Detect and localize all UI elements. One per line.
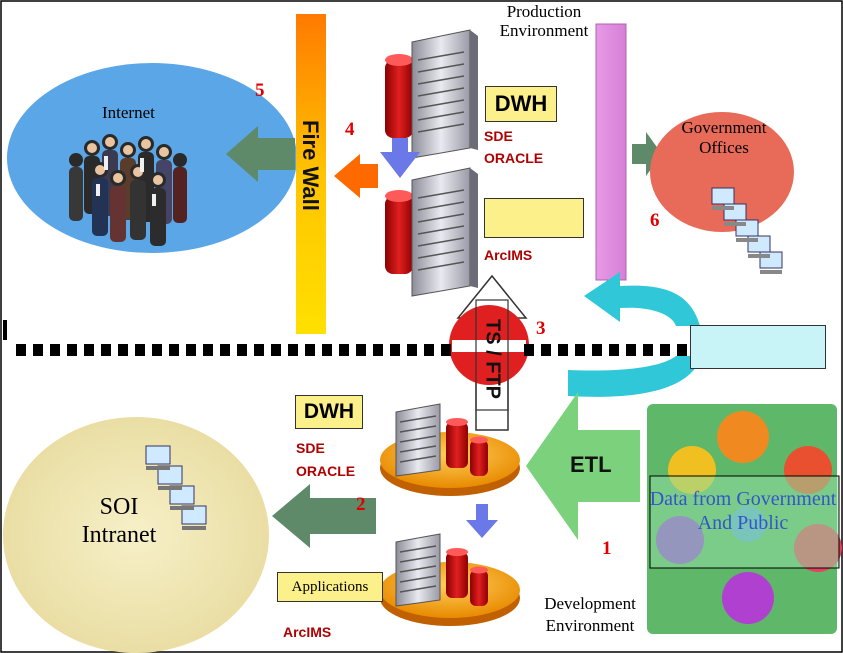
production-server-bottom xyxy=(385,167,478,297)
production-oracle-label: ORACLE xyxy=(484,150,544,166)
production-arcims-label: ArcIMS xyxy=(484,247,533,263)
government-offices-label: Government Offices xyxy=(681,118,767,157)
computers-icon-intranet xyxy=(145,445,207,530)
etl-arrow xyxy=(526,392,640,540)
arrow-to-internet xyxy=(226,126,295,182)
production-sde-label: SDE xyxy=(484,128,513,144)
step-number-3: 3 xyxy=(536,318,546,339)
production-empty-badge xyxy=(484,198,584,238)
data-source-label: Data from Government And Public xyxy=(649,488,837,534)
data-source-label-box xyxy=(649,475,840,569)
arrow-outline xyxy=(475,299,509,411)
arrow-to-government xyxy=(632,132,662,176)
development-dwh-badge: DWH xyxy=(295,395,363,429)
production-zone-label: Production Environment xyxy=(499,2,589,40)
step-number-1: 1 xyxy=(602,538,612,559)
crowd-icon xyxy=(69,134,187,246)
development-arcims-label: ArcIMS xyxy=(283,624,332,640)
arrow-to-firewall xyxy=(334,154,378,198)
step-number-5: 5 xyxy=(255,80,265,101)
step-number-2: 2 xyxy=(356,494,366,515)
cyan-label-box xyxy=(690,325,826,369)
intranet-cloud xyxy=(3,417,269,653)
internet-label: Internet xyxy=(102,103,155,122)
production-boundary-bar xyxy=(595,23,627,281)
cyan-return-arrow-top xyxy=(584,272,700,326)
etl-label: ETL xyxy=(570,452,612,477)
transfer-label: TS / FTP xyxy=(481,319,504,399)
development-server-bottom xyxy=(380,533,520,626)
firewall-bar xyxy=(296,14,326,334)
computers-icon-government xyxy=(711,187,783,274)
firewall-label: Fire Wall xyxy=(298,119,323,211)
development-oracle-label: ORACLE xyxy=(296,463,356,479)
applications-badge: Applications xyxy=(277,572,383,602)
arrow-down-production xyxy=(380,138,420,178)
cyan-return-arrow-bottom xyxy=(568,356,702,397)
development-server-top xyxy=(380,403,520,496)
production-server-top xyxy=(385,29,478,159)
arrow-down-development xyxy=(466,504,498,538)
step-number-6: 6 xyxy=(650,210,660,231)
production-dwh-badge: DWH xyxy=(485,86,557,122)
intranet-label: SOI Intranet xyxy=(81,494,157,548)
development-zone-label: Development Environment xyxy=(544,594,636,635)
development-sde-label: SDE xyxy=(296,440,325,456)
government-cloud xyxy=(650,112,794,232)
arrow-to-intranet xyxy=(272,484,376,548)
step-number-4: 4 xyxy=(345,119,355,140)
